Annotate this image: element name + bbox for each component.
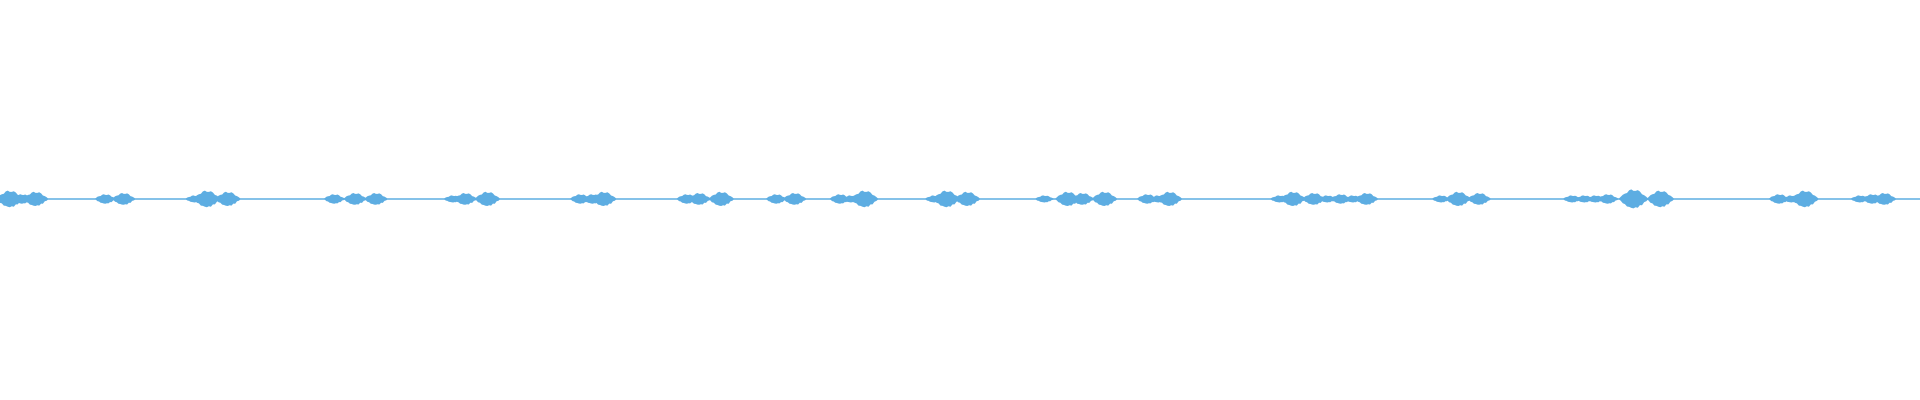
- waveform-burst: [363, 193, 388, 205]
- waveform-burst: [1431, 195, 1452, 203]
- waveform-burst: [22, 191, 49, 206]
- waveform-burst: [1562, 195, 1583, 203]
- waveform-burst: [1354, 193, 1379, 205]
- waveform-burst: [1618, 189, 1649, 209]
- waveform-burst: [1317, 195, 1338, 203]
- waveform-burst: [1790, 190, 1819, 208]
- waveform-burst: [1467, 193, 1492, 205]
- waveform-burst: [1445, 191, 1472, 206]
- waveform-burst: [1136, 194, 1159, 204]
- waveform-burst: [1091, 191, 1118, 206]
- waveform-burst: [192, 190, 221, 208]
- waveform-burst: [1054, 191, 1081, 206]
- waveform-burst: [214, 191, 241, 206]
- waveform-burst: [932, 190, 961, 208]
- waveform-burst: [1280, 191, 1307, 206]
- waveform-burst: [94, 194, 117, 204]
- waveform-burst: [1768, 194, 1791, 204]
- waveform-burst: [1329, 194, 1352, 204]
- waveform-burst: [1034, 195, 1055, 203]
- waveform-burst: [782, 193, 807, 205]
- waveform-burst: [590, 191, 617, 206]
- waveform-burst: [765, 194, 788, 204]
- waveform-burst: [1301, 193, 1326, 205]
- waveform-burst: [1596, 194, 1619, 204]
- waveform-bursts: [0, 189, 1897, 209]
- waveform-burst: [1872, 193, 1897, 205]
- waveform-burst: [1156, 191, 1183, 206]
- waveform-burst: [111, 193, 136, 205]
- waveform-burst: [850, 190, 879, 208]
- waveform-burst: [1070, 193, 1095, 205]
- waveform-burst: [708, 191, 735, 206]
- waveform-burst: [829, 194, 851, 204]
- waveform-burst: [343, 193, 368, 205]
- waveform-burst: [453, 193, 478, 205]
- waveform-burst: [687, 193, 712, 205]
- waveform-burst: [954, 191, 981, 206]
- waveform-burst: [323, 194, 346, 204]
- waveform-burst: [1646, 190, 1675, 208]
- waveform-burst: [474, 191, 501, 206]
